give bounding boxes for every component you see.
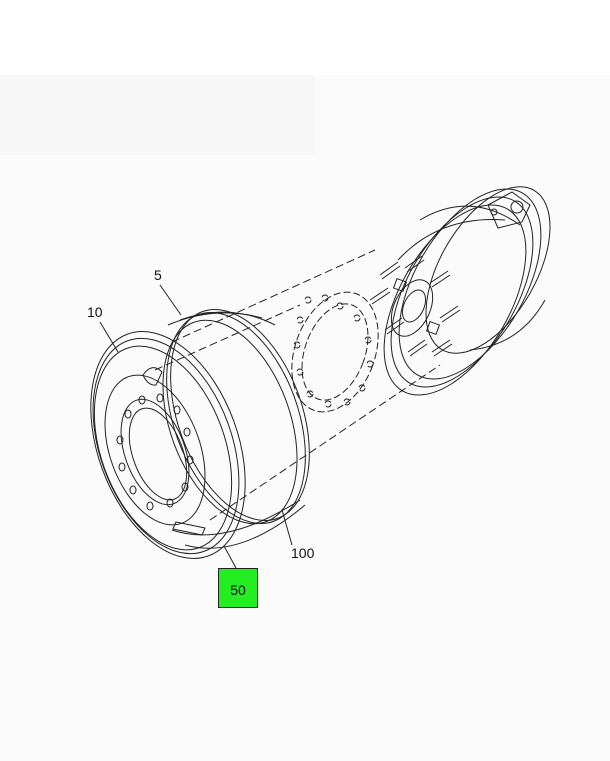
- brake-drum-hub: [369, 186, 551, 396]
- projection-lines: [154, 249, 441, 521]
- callout-5[interactable]: 5: [154, 267, 162, 283]
- leader-lines: [99, 284, 293, 569]
- mounting-plate: [291, 291, 379, 413]
- wheel-studs: [369, 255, 461, 357]
- top-band: [0, 0, 610, 75]
- callout-50-highlighted[interactable]: 50: [218, 568, 258, 608]
- callout-50-label: 50: [230, 582, 246, 598]
- upper-shading: [0, 75, 315, 155]
- wheel-rim: [90, 308, 310, 559]
- callout-10[interactable]: 10: [87, 304, 103, 320]
- bolt-holes: [116, 393, 194, 511]
- callout-100[interactable]: 100: [291, 545, 315, 561]
